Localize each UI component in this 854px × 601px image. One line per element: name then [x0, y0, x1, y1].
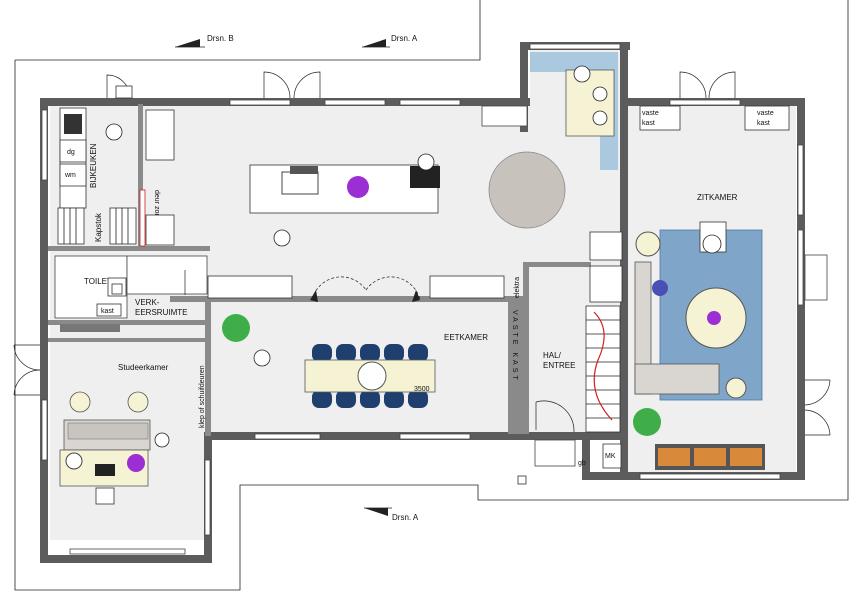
label-mk: MK: [605, 453, 616, 460]
eetkamer: EETKAMER 3500 VASTE KAST: [222, 310, 518, 408]
studeerkamer: Studeerkamer klep of schuifdeuren: [59, 363, 206, 505]
hal-entree: HAL/ ENTREE MK gb: [517, 305, 622, 485]
zitkamer: vaste kast vaste kast ZITKAMER: [633, 105, 790, 470]
windows: [41, 43, 828, 555]
tv-cabinet: [655, 444, 765, 470]
label-klep: klep of schuifdeuren: [199, 365, 206, 428]
label-verkeersruimte-2: EERSRUIMTE: [135, 308, 187, 317]
stairs: [585, 305, 621, 433]
bijkeuken: dg wm BIJKEUKEN Kapstok bel deur zonder …: [57, 85, 175, 247]
section-marker-a-top: Drsn. A: [362, 34, 418, 48]
label-table-length: 3500: [414, 386, 430, 393]
label-elektra: elektra: [514, 277, 521, 298]
label-bijkeuken: BIJKEUKEN: [89, 143, 98, 188]
label-kapstok: Kapstok: [94, 212, 103, 242]
section-marker-b: Drsn. B: [175, 34, 234, 48]
dining-chairs-bottom: [312, 390, 428, 408]
label-verkeersruimte-1: VERK-: [135, 298, 160, 307]
label-dg: dg: [67, 149, 75, 156]
label-eetkamer: EETKAMER: [444, 333, 488, 342]
label-toilet: TOILET: [84, 277, 112, 286]
label-hal-1: HAL/: [543, 351, 562, 360]
label-gb: gb: [578, 460, 586, 467]
eetkamer-doors: [310, 276, 421, 302]
label-vaste-kast-l1: vaste: [642, 110, 659, 117]
label-vaste-kast-l2: kast: [642, 120, 655, 127]
bay-seating: [530, 52, 618, 170]
label-vaste-kast-r1: vaste: [757, 110, 774, 117]
toilet-area: TOILET kast VERK- EERSRUIMTE: [54, 255, 208, 332]
keuken: elektra: [207, 151, 623, 303]
label-hal-2: ENTREE: [543, 361, 575, 370]
label-vaste-kast-eet: VASTE KAST: [511, 310, 518, 383]
label-studeerkamer: Studeerkamer: [118, 363, 169, 372]
label-vaste-kast-r2: kast: [757, 120, 770, 127]
dining-chairs-top: [312, 344, 428, 362]
site-boundary: [14, 0, 849, 591]
section-label-a-bottom: Drsn. A: [392, 513, 419, 522]
section-marker-a-bottom: Drsn. A: [364, 507, 419, 522]
label-kast-toilet: kast: [101, 308, 114, 315]
section-label-b: Drsn. B: [207, 34, 234, 43]
label-wm: wm: [64, 172, 76, 179]
label-zitkamer: ZITKAMER: [697, 193, 738, 202]
section-label-a-top: Drsn. A: [391, 34, 418, 43]
